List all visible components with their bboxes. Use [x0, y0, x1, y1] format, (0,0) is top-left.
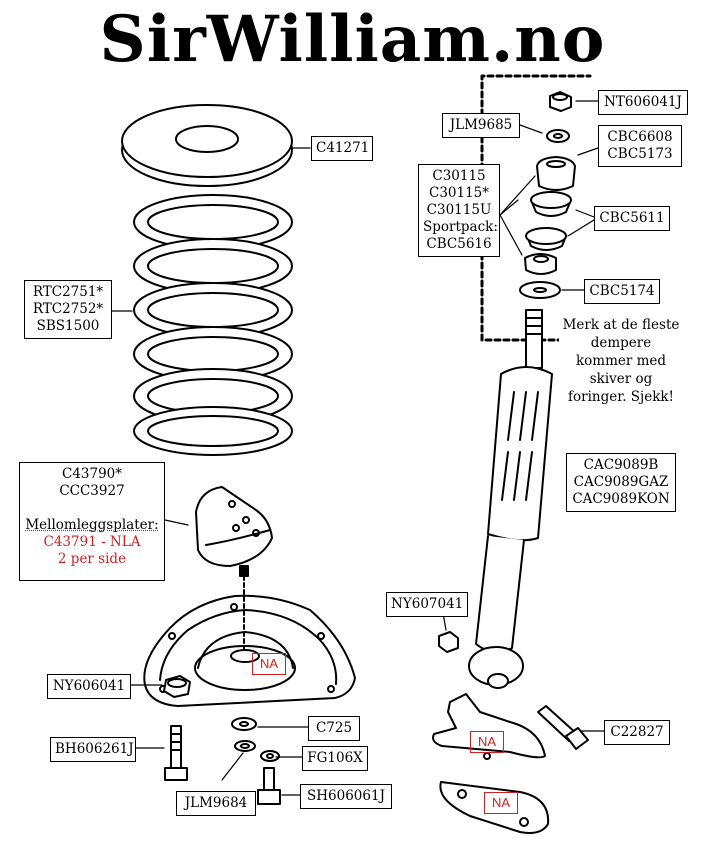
label-ny607041: NY607041 [386, 592, 468, 617]
label-cbc5174: CBC5174 [584, 279, 660, 304]
label-jlm9685: JLM9685 [442, 113, 520, 138]
spring-mounting-plate [143, 575, 356, 707]
damper-bolt [537, 705, 589, 750]
label-c22827: C22827 [604, 720, 670, 745]
washer-c725 [231, 717, 257, 731]
label-sh606061j: SH606061J [300, 784, 392, 809]
label-c725: C725 [308, 716, 360, 741]
label-fg106x: FG106X [302, 746, 368, 771]
shock-damper [468, 309, 553, 689]
site-title: SirWilliam.no [99, 2, 606, 77]
nyloc-nut-mount [163, 675, 191, 698]
label-bh606261j: BH606261J [50, 737, 136, 762]
lower-link-bracket [432, 693, 550, 834]
screw [257, 767, 281, 805]
label-jlm9684: JLM9684 [176, 791, 256, 816]
damper-note: Merk at de fleste dempere kommer med ski… [559, 316, 683, 406]
label-c41271: C41271 [311, 136, 373, 161]
washer-fg [260, 750, 280, 762]
bump-stop [195, 486, 273, 577]
na-mark-bracket: NA [470, 731, 504, 753]
label-spring: RTC2751* RTC2752* SBS1500 [24, 280, 112, 339]
label-bushes: C30115 C30115* C30115U Sportpack: CBC561… [418, 164, 500, 257]
label-bump-stop: C43790* CCC3927 ​ Mellomleggsplater: C43… [19, 462, 165, 581]
bolt-left [164, 725, 188, 781]
leader-lines [111, 100, 605, 796]
nyloc-nut-damper [438, 631, 459, 653]
label-ny606041: NY606041 [47, 674, 131, 699]
damper-top-stack [519, 91, 576, 299]
na-mark-plate: NA [252, 653, 286, 675]
coil-spring [133, 194, 293, 456]
label-cbc5611: CBC5611 [594, 206, 670, 231]
label-nt606041j: NT606041J [598, 90, 688, 115]
na-mark-link: NA [484, 792, 518, 814]
label-cup-top: CBC6608 CBC5173 [598, 125, 682, 167]
label-damper: CAC9089B CAC9089GAZ CAC9089KON [566, 453, 676, 512]
spring-washer [234, 740, 256, 752]
spring-seat-washer [121, 104, 293, 187]
